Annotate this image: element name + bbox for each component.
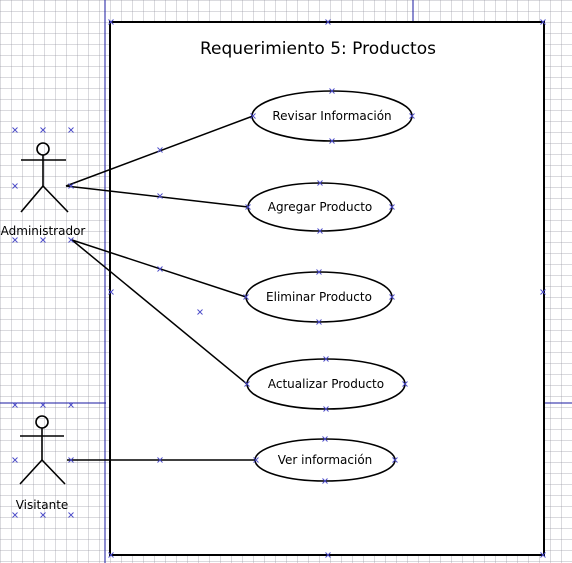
assoc-admin-actualizar <box>71 239 248 385</box>
use-case-label: Revisar Información <box>272 109 391 123</box>
diagram-title: Requerimiento 5: Productos <box>200 39 436 59</box>
actor-leg-right <box>41 459 66 485</box>
handle-marker <box>40 237 46 243</box>
handle-marker <box>68 183 74 189</box>
handle-marker <box>12 457 18 463</box>
handle-marker <box>68 402 74 408</box>
handle-marker <box>329 138 335 144</box>
actor-head <box>36 142 50 156</box>
handle-marker <box>322 436 328 442</box>
actor-label-administrador: Administrador <box>1 224 86 238</box>
handle-marker <box>12 127 18 133</box>
handle-marker <box>323 356 329 362</box>
handle-marker <box>402 381 408 387</box>
handle-marker <box>325 19 331 25</box>
handle-marker <box>40 127 46 133</box>
use-case-label: Ver información <box>278 453 373 467</box>
handle-marker <box>253 457 259 463</box>
handle-marker <box>317 180 323 186</box>
handle-marker <box>389 204 395 210</box>
handle-marker <box>250 113 256 119</box>
use-case-label: Actualizar Producto <box>268 377 384 391</box>
handle-marker <box>68 512 74 518</box>
handle-marker <box>245 204 251 210</box>
handle-marker <box>317 228 323 234</box>
handle-marker <box>316 319 322 325</box>
handle-marker <box>12 512 18 518</box>
handle-marker <box>157 147 163 153</box>
actor-label-visitante: Visitante <box>16 498 69 512</box>
selection-markers <box>12 19 546 558</box>
handle-marker <box>68 457 74 463</box>
handle-marker <box>157 193 163 199</box>
handle-marker <box>325 552 331 558</box>
actor-visitante[interactable] <box>19 415 66 485</box>
handle-marker <box>12 402 18 408</box>
handle-marker <box>68 127 74 133</box>
handle-marker <box>329 88 335 94</box>
handle-marker <box>40 402 46 408</box>
handle-marker <box>12 183 18 189</box>
handle-marker <box>392 457 398 463</box>
handle-marker <box>389 294 395 300</box>
handle-marker <box>68 237 74 243</box>
actor-administrador[interactable] <box>20 142 69 213</box>
use-case-revisar-informacion[interactable]: Revisar Información <box>251 90 413 142</box>
assoc-admin-agregar <box>65 185 249 208</box>
use-case-agregar-producto[interactable]: Agregar Producto <box>247 182 393 232</box>
handle-marker <box>243 294 249 300</box>
use-case-label: Eliminar Producto <box>266 290 372 304</box>
use-case-ver-informacion[interactable]: Ver información <box>254 438 396 482</box>
handle-marker <box>108 289 114 295</box>
actor-leg-left <box>20 185 44 213</box>
handle-marker <box>40 512 46 518</box>
actor-leg-right <box>42 185 69 213</box>
handle-marker <box>540 289 546 295</box>
handle-marker <box>540 552 546 558</box>
actor-head <box>35 415 49 429</box>
handle-marker <box>316 269 322 275</box>
handle-marker <box>157 266 163 272</box>
use-case-actualizar-producto[interactable]: Actualizar Producto <box>246 358 406 410</box>
handle-marker <box>409 113 415 119</box>
handle-marker <box>108 552 114 558</box>
actor-leg-left <box>19 459 43 485</box>
handle-marker <box>540 19 546 25</box>
handle-marker <box>12 237 18 243</box>
use-case-label: Agregar Producto <box>268 200 373 214</box>
handle-marker <box>108 19 114 25</box>
handle-marker <box>157 457 163 463</box>
handle-marker <box>322 478 328 484</box>
handle-marker <box>197 309 203 315</box>
use-case-eliminar-producto[interactable]: Eliminar Producto <box>245 271 393 323</box>
handle-marker <box>323 406 329 412</box>
handle-marker <box>244 381 250 387</box>
